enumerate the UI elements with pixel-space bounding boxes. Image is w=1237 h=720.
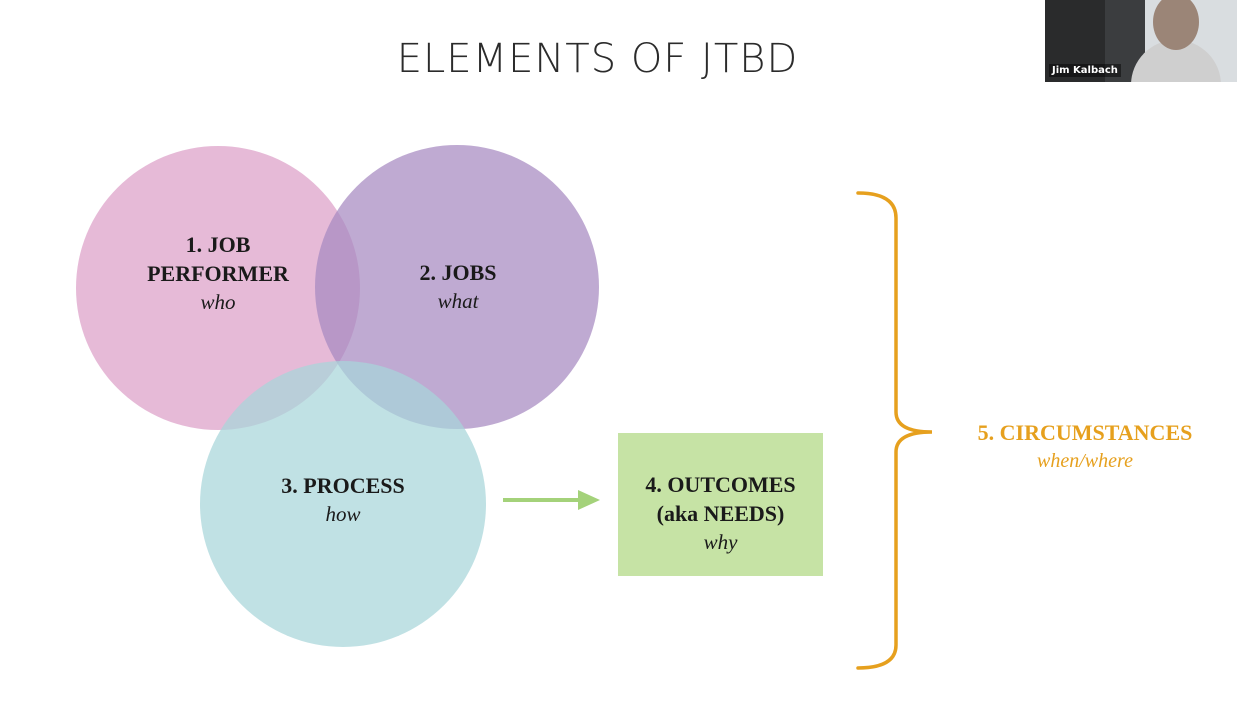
circumstances-name: 5. CIRCUMSTANCES: [977, 420, 1193, 445]
outcomes-name-line1: 4. OUTCOMES: [645, 472, 796, 497]
process-sub: how: [325, 502, 361, 526]
participant-name-label: Jim Kalbach: [1049, 64, 1121, 77]
participant-head: [1153, 0, 1199, 50]
job-performer-name-line1: 1. JOB: [185, 232, 251, 257]
job-performer-circle: [76, 146, 360, 430]
process-label: 3. PROCESS how: [243, 471, 443, 529]
circumstances-label: 5. CIRCUMSTANCES when/where: [950, 418, 1220, 476]
outcomes-name-line2: (aka NEEDS): [656, 501, 785, 526]
jobs-sub: what: [437, 289, 479, 313]
slide-title: ELEMENTS OF JTBD: [396, 36, 799, 82]
outcomes-label: 4. OUTCOMES (aka NEEDS) why: [618, 470, 823, 557]
job-performer-name-line2: PERFORMER: [147, 261, 289, 286]
outcomes-sub: why: [703, 530, 738, 554]
process-name: 3. PROCESS: [281, 473, 405, 498]
outcomes-box: [618, 433, 823, 576]
participant-video-tile[interactable]: Jim Kalbach: [1045, 0, 1237, 82]
process-to-outcomes-arrow: [503, 490, 600, 510]
process-circle: [200, 361, 486, 647]
circumstances-sub: when/where: [1037, 450, 1133, 472]
circumstances-brace: [856, 191, 933, 670]
video-background-curtain: [1045, 0, 1105, 82]
job-performer-label: 1. JOB PERFORMER who: [118, 230, 318, 317]
job-performer-sub: who: [200, 290, 236, 314]
jobs-circle: [315, 145, 599, 429]
jobs-name: 2. JOBS: [419, 260, 497, 285]
jobs-label: 2. JOBS what: [368, 258, 548, 316]
